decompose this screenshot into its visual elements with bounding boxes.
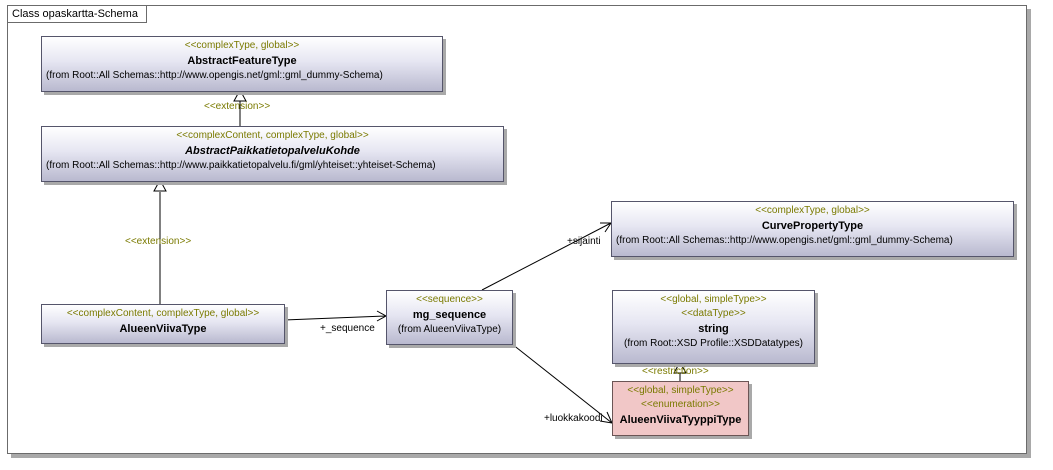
class-alueen-viiva-tyyppi-type[interactable]: <<global, simpleType>> <<enumeration>> A…	[612, 381, 749, 436]
class-name: AbstractFeatureType	[187, 55, 297, 67]
class-origin: (from Root::All Schemas::http://www.open…	[46, 70, 383, 81]
stereotype-label: <<complexType, global>>	[755, 205, 870, 216]
class-name: AbstractPaikkatietopalveluKohde	[185, 145, 360, 157]
association-sijainti	[481, 222, 612, 291]
class-name: AlueenViivaType	[119, 323, 207, 335]
stereotype-label: <<complexType, global>>	[184, 40, 300, 51]
stereotype-label: <<global, simpleType>>	[627, 385, 734, 396]
class-name: string	[698, 323, 729, 335]
role-sijainti-label: +sijainti	[567, 236, 601, 247]
class-abstract-paikkatietopalvelu-kohde[interactable]: <<complexContent, complexType, global>> …	[41, 126, 504, 182]
stereotype-label: <<sequence>>	[416, 294, 483, 305]
stereotype-label: <<complexContent, complexType, global>>	[66, 308, 260, 319]
class-string[interactable]: <<global, simpleType>> <<dataType>> stri…	[612, 290, 815, 364]
stereotype-label-datatype: <<dataType>>	[681, 308, 746, 319]
extension-label-mid: <<extension>>	[125, 236, 192, 247]
class-alueen-viiva-type[interactable]: <<complexContent, complexType, global>> …	[41, 304, 285, 344]
stereotype-label: <<complexContent, complexType, global>>	[176, 130, 369, 141]
class-abstract-feature-type[interactable]: <<complexType, global>> AbstractFeatureT…	[41, 36, 443, 92]
role-luokkakoodi-label: +luokkakoodi	[544, 413, 603, 424]
class-mg-sequence[interactable]: <<sequence>> mg_sequence (from AlueenVii…	[386, 290, 513, 345]
generalization-arrowhead-top	[233, 88, 247, 102]
class-origin: (from Root::All Schemas::http://www.open…	[616, 235, 953, 246]
class-curve-property-type[interactable]: <<complexType, global>> CurvePropertyTyp…	[611, 201, 1014, 257]
restriction-label: <<restriction>>	[642, 366, 709, 377]
class-origin: (from Root::All Schemas::http://www.paik…	[46, 160, 436, 171]
association-sequence	[283, 315, 387, 321]
stereotype-label: <<global, simpleType>>	[660, 294, 767, 305]
generalization-arrowhead-mid	[153, 178, 167, 192]
association-luokkakoodi	[511, 343, 613, 424]
class-name: CurvePropertyType	[761, 220, 864, 232]
role-sequence-label: +_sequence	[320, 323, 375, 334]
restriction-arrowhead	[673, 360, 687, 374]
diagram-title: Class opaskartta-Schema	[8, 6, 147, 23]
stereotype-label-enumeration: <<enumeration>>	[641, 399, 720, 410]
class-origin: (from Root::XSD Profile::XSDDatatypes)	[624, 338, 803, 349]
class-origin: (from AlueenViivaType)	[397, 324, 502, 335]
extension-label-top: <<extension>>	[204, 101, 271, 112]
class-name: AlueenViivaTyyppiType	[619, 414, 742, 426]
class-name: mg_sequence	[412, 309, 487, 321]
